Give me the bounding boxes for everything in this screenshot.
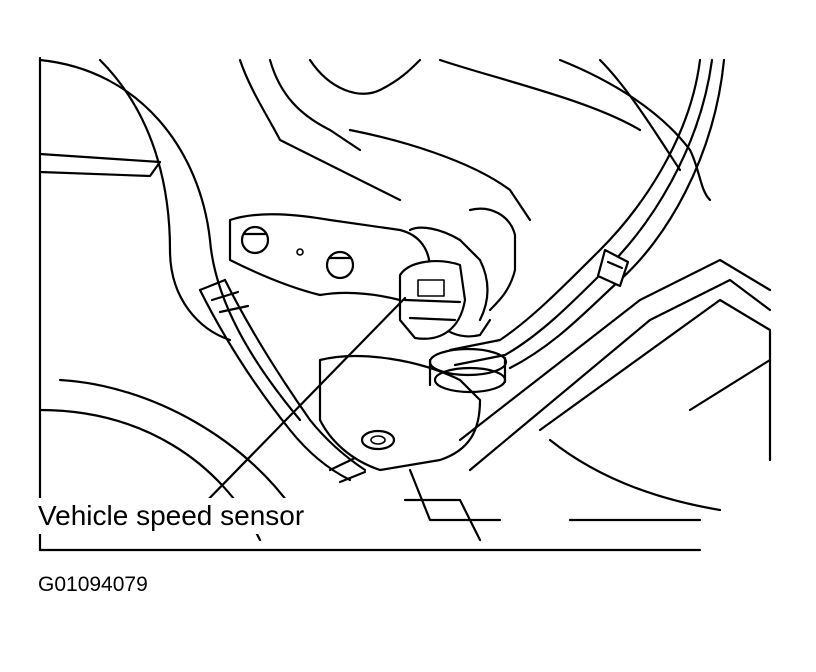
left-hose bbox=[198, 278, 367, 484]
wiring-harness bbox=[448, 58, 726, 370]
bolt-left bbox=[240, 225, 270, 255]
frame-outline bbox=[38, 56, 702, 552]
transmission-housing-left bbox=[38, 58, 302, 542]
sensor-connector bbox=[398, 260, 467, 340]
upper-hoses bbox=[238, 58, 712, 222]
lower-housing bbox=[318, 355, 502, 542]
side-frame-member bbox=[458, 258, 772, 522]
speed-sensor-body bbox=[408, 207, 517, 394]
bolt-right bbox=[325, 250, 355, 280]
drain-plug bbox=[360, 429, 396, 451]
figure-id: G01094079 bbox=[38, 573, 148, 596]
callout-leader-line bbox=[196, 296, 407, 512]
callout-label-vehicle-speed-sensor: Vehicle speed sensor bbox=[36, 498, 307, 534]
